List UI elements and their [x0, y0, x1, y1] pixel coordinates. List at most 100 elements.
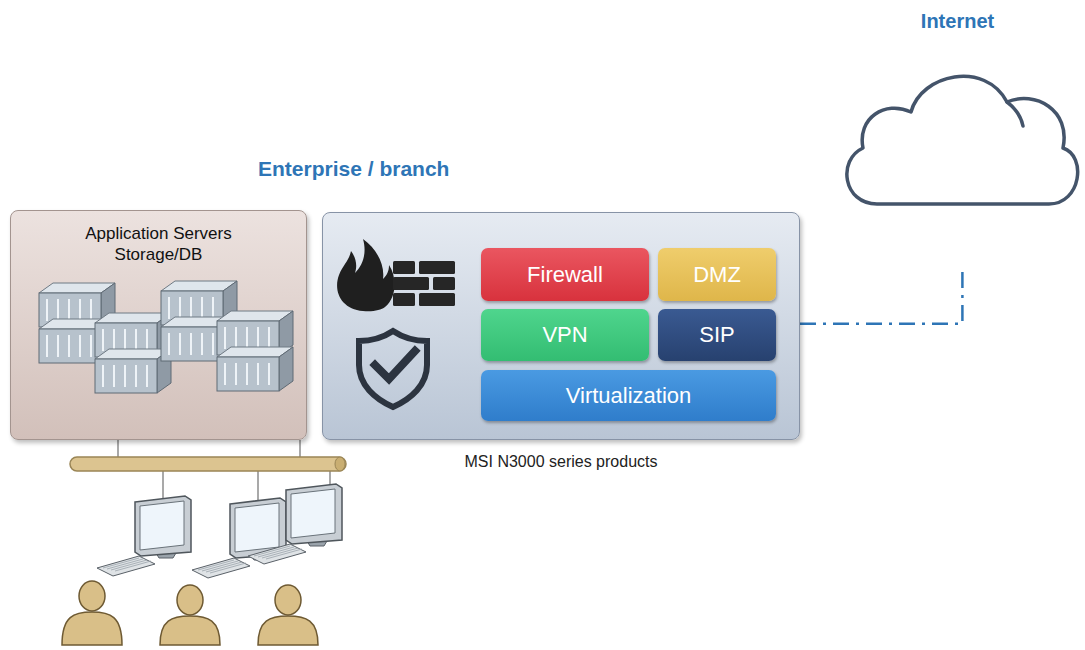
users	[62, 581, 318, 645]
server-slot	[90, 335, 92, 357]
user-body	[258, 616, 318, 645]
server-slot	[268, 363, 270, 385]
cloud-shape	[847, 76, 1078, 204]
cloud-shape	[1007, 102, 1023, 126]
server-front	[161, 327, 223, 361]
server-slot	[46, 335, 48, 357]
computer	[248, 484, 342, 564]
bus-drop	[257, 470, 259, 500]
user-head	[177, 585, 203, 615]
server-box: Application Servers Storage/DB	[10, 210, 307, 440]
wall-brick	[419, 293, 455, 306]
keyboard-keys	[266, 549, 302, 559]
server-side	[279, 347, 293, 391]
server-slot	[57, 335, 59, 357]
feature-label: VPN	[542, 322, 587, 348]
monitor	[135, 496, 191, 556]
feature-box: Firewall	[481, 248, 649, 301]
server-slot	[135, 329, 137, 351]
server-slot	[179, 333, 181, 355]
keyboard-keys	[103, 558, 139, 568]
user-head	[275, 585, 301, 615]
server-slot	[257, 327, 259, 349]
server-slot	[235, 363, 237, 385]
cloud-title: Internet	[921, 10, 994, 33]
server-unit	[95, 349, 171, 393]
server-slot	[168, 333, 170, 355]
wall-brick	[393, 293, 415, 306]
keyboard	[97, 556, 155, 576]
server-front	[217, 357, 279, 391]
computer	[97, 496, 191, 576]
feature-label: Virtualization	[566, 383, 692, 409]
monitor	[286, 484, 342, 544]
network-bus	[70, 457, 346, 471]
server-slot	[268, 327, 270, 349]
server-slot	[68, 299, 70, 321]
user-body	[160, 616, 220, 645]
feature-box: SIP	[658, 309, 776, 361]
feature-box: DMZ	[658, 248, 776, 301]
server-slot	[135, 365, 137, 387]
server-slot	[235, 327, 237, 349]
server-slot	[113, 365, 115, 387]
keyboard-keys	[258, 547, 294, 557]
section-title: Enterprise / branch	[258, 157, 449, 181]
server-slot	[190, 297, 192, 319]
server-slot	[246, 363, 248, 385]
wall-brick	[433, 277, 455, 290]
feature-box: Virtualization	[481, 370, 776, 421]
server-slot	[168, 297, 170, 319]
keyboard-keys	[254, 546, 290, 556]
server-slot	[102, 365, 104, 387]
shield-icon	[359, 331, 427, 407]
wall-brick	[393, 277, 429, 290]
server-slot	[124, 365, 126, 387]
computer	[192, 498, 286, 578]
feature-label: DMZ	[693, 262, 741, 288]
keyboard	[192, 558, 250, 578]
server-slot	[146, 329, 148, 351]
keyboard-keys	[115, 561, 151, 571]
monitor-screen	[235, 503, 279, 552]
user	[160, 585, 220, 645]
monitor-screen	[140, 501, 184, 550]
user	[258, 585, 318, 645]
keyboard-keys	[210, 563, 246, 573]
server-slot	[124, 329, 126, 351]
security-icons	[323, 213, 473, 441]
keyboard-keys	[202, 561, 238, 571]
keyboard-keys	[206, 562, 242, 572]
product-panel: FirewallDMZVPNSIPVirtualizationMSI N3000…	[322, 212, 800, 440]
keyboard-keys	[111, 560, 147, 570]
user-body	[62, 612, 122, 645]
server-unit	[217, 347, 293, 391]
wall-brick	[393, 261, 415, 274]
server-slot	[212, 333, 214, 355]
server-slot	[201, 333, 203, 355]
feature-label: SIP	[699, 322, 734, 348]
server-slot	[201, 297, 203, 319]
keyboard-keys	[198, 560, 234, 570]
product-caption: MSI N3000 series products	[465, 453, 658, 471]
cloud-outline	[835, 56, 1080, 211]
server-slot	[257, 363, 259, 385]
server-slot	[212, 297, 214, 319]
server-slot	[57, 299, 59, 321]
wall-brick	[419, 261, 455, 274]
network-bus	[335, 457, 345, 471]
caption-wrap: MSI N3000 series products	[323, 453, 799, 471]
cloud-node: Internet	[835, 8, 1080, 265]
keyboard-keys	[262, 548, 298, 558]
server-slot	[102, 329, 104, 351]
server-slot	[113, 329, 115, 351]
server-slot	[146, 365, 148, 387]
keyboard	[248, 544, 306, 564]
bus-drop	[162, 470, 164, 500]
keyboard-keys	[107, 559, 143, 569]
server-front	[39, 329, 101, 363]
server-front	[95, 359, 157, 393]
box-label: Application Servers Storage/DB	[69, 223, 249, 266]
